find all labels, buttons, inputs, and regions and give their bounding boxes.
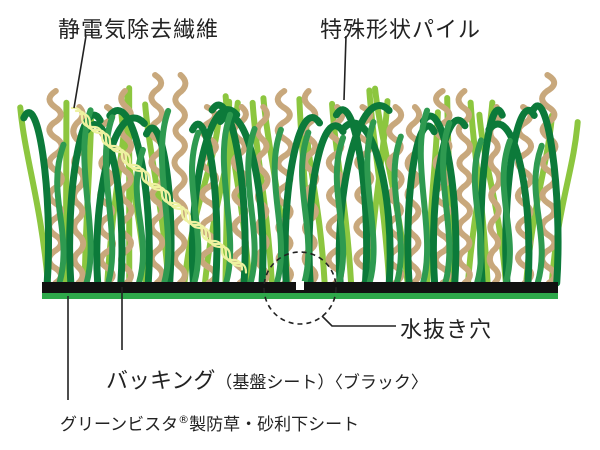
label-special-pile: 特殊形状パイル bbox=[320, 18, 482, 43]
fiber-tan-curly bbox=[353, 104, 375, 286]
blade-mid-green bbox=[500, 137, 513, 286]
blade-dark-green bbox=[281, 113, 324, 287]
blade-lime bbox=[548, 119, 581, 286]
blade-dark-green bbox=[404, 122, 438, 287]
blade-mid-green bbox=[220, 111, 234, 286]
drain-hole-highlight-circle bbox=[263, 251, 337, 325]
blade-mid-green bbox=[54, 141, 67, 286]
blade-mid-green bbox=[440, 120, 453, 286]
blade-dark-green bbox=[20, 109, 52, 287]
blade-dark-green bbox=[335, 102, 393, 287]
blade-dark-green bbox=[208, 101, 249, 287]
blade-dark-green bbox=[332, 106, 371, 287]
blade-lime bbox=[249, 99, 275, 286]
blade-mid-green bbox=[245, 125, 258, 286]
fiber-tan-curly bbox=[514, 104, 535, 286]
label-backing: バッキング（基盤シート）〈ブラック〉 bbox=[106, 363, 428, 395]
blade-lime bbox=[467, 99, 491, 286]
blade-mid-green bbox=[364, 119, 377, 286]
fiber-tan-curly bbox=[432, 88, 453, 286]
blade-mid-green bbox=[158, 107, 172, 286]
blade-mid-green bbox=[532, 142, 545, 286]
blade-mid-green bbox=[189, 129, 202, 286]
blade-dark-green bbox=[485, 120, 533, 287]
blade-mid-green bbox=[391, 133, 404, 286]
fiber-tan-curly bbox=[486, 104, 503, 286]
blade-dark-green bbox=[339, 119, 394, 287]
leader-static-fiber bbox=[73, 35, 87, 109]
static-dissipative-fiber bbox=[70, 106, 248, 274]
label-static-fiber: 静電気除去繊維 bbox=[58, 18, 220, 43]
registered-mark: ® bbox=[178, 413, 190, 426]
blade-dark-green bbox=[189, 120, 221, 287]
label-drain-hole: 水抜き穴 bbox=[400, 318, 493, 343]
static-fiber-strand bbox=[70, 106, 244, 271]
blade-mid-green bbox=[271, 126, 284, 286]
drain-hole bbox=[296, 281, 304, 290]
blade-dark-green bbox=[83, 120, 126, 287]
blade-dark-green bbox=[419, 112, 460, 287]
label-backing-paren: （基盤シート） bbox=[215, 373, 335, 393]
blade-mid-green bbox=[81, 107, 94, 286]
static-fiber-strand bbox=[74, 109, 248, 274]
fiber-tan-curly bbox=[171, 72, 189, 286]
blade-dark-green bbox=[529, 102, 562, 287]
label-backing-color: 〈ブラック〉 bbox=[334, 373, 428, 393]
leader-special-pile bbox=[343, 35, 347, 101]
blade-mid-green bbox=[471, 137, 485, 286]
blade-mid-green bbox=[417, 107, 431, 286]
fiber-tan-curly bbox=[325, 104, 346, 286]
label-sheet-suffix: 製防草・砂利下シート bbox=[189, 415, 360, 435]
turf-fibers bbox=[17, 72, 581, 287]
label-sheet-name: グリーンビスタ bbox=[60, 415, 179, 435]
blade-mid-green bbox=[333, 134, 347, 286]
leader-drain-hole bbox=[321, 315, 396, 327]
blade-dark-green bbox=[66, 111, 104, 287]
base-sheet bbox=[42, 293, 558, 299]
label-backing-main: バッキング bbox=[106, 369, 216, 394]
label-base-sheet: グリーンビスタ®製防草・砂利下シート bbox=[60, 410, 359, 435]
static-fiber-strand bbox=[78, 112, 242, 268]
blade-mid-green bbox=[299, 129, 312, 286]
blade-dark-green bbox=[502, 106, 538, 287]
